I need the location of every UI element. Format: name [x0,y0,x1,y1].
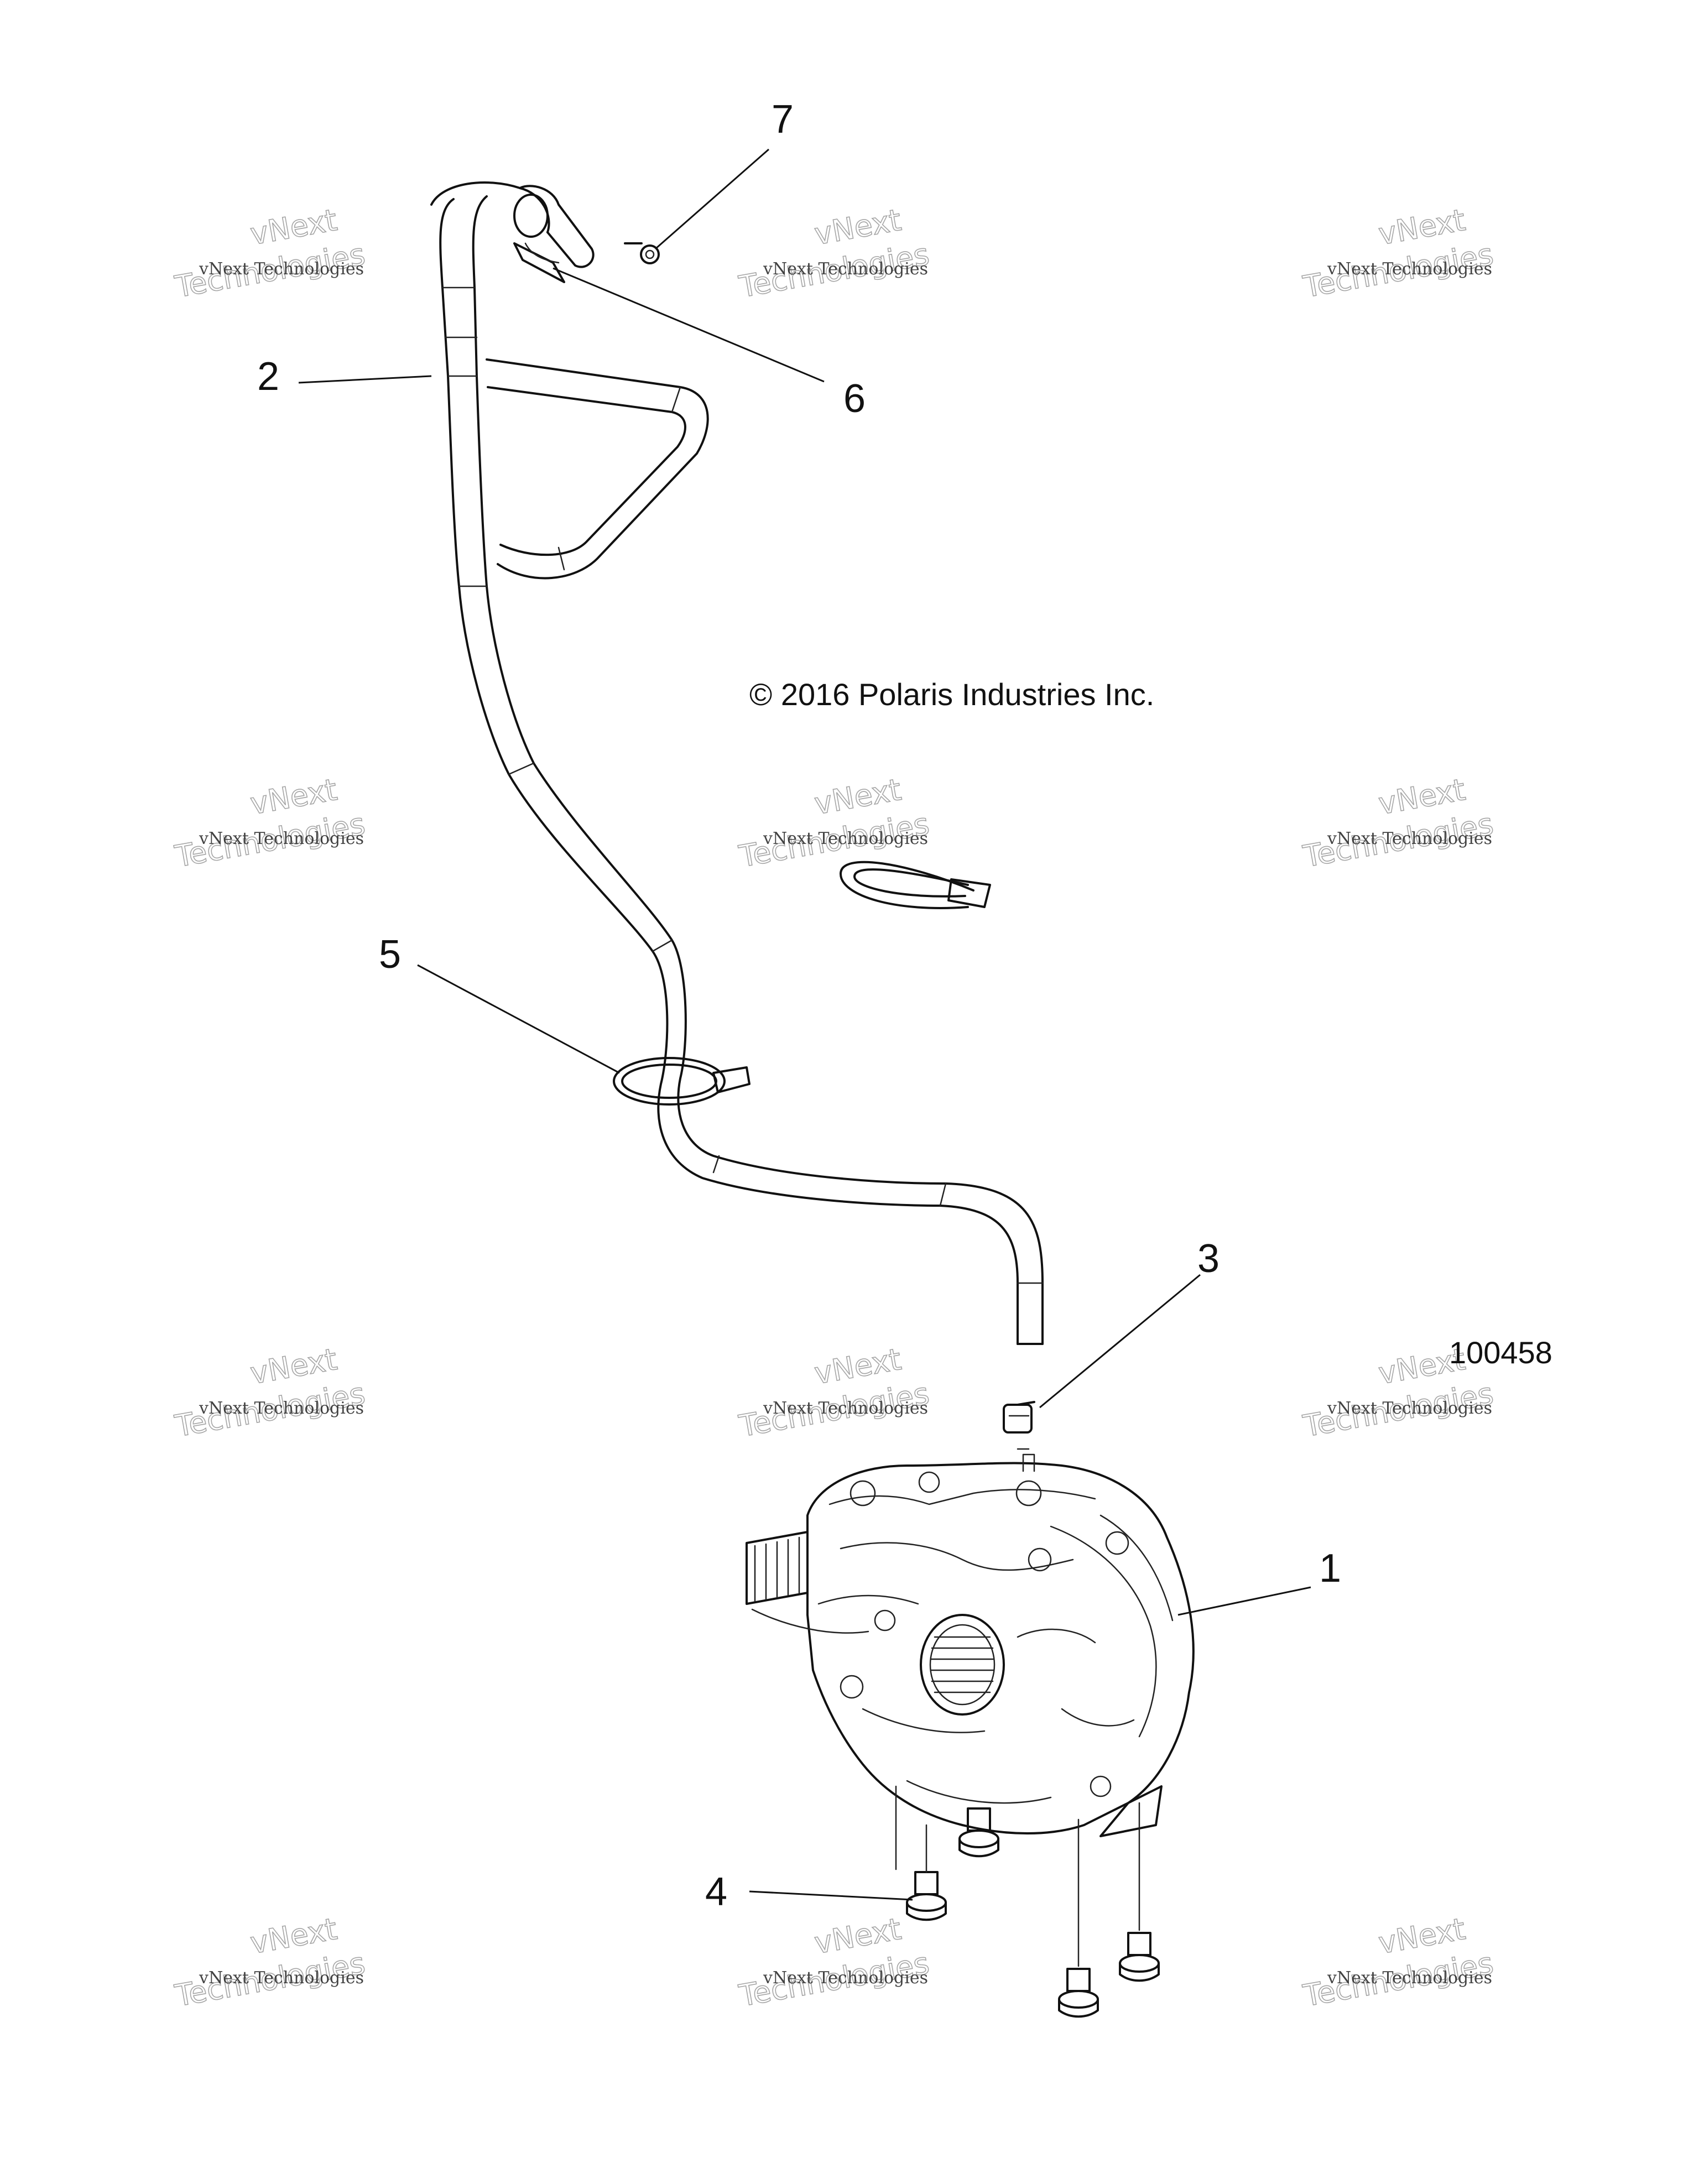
watermark-small: vNext Technologies [199,259,364,279]
leader-7 [655,148,769,250]
watermark-small: vNext Technologies [199,1399,364,1418]
leader-6 [553,267,825,383]
leader-4 [749,1890,913,1901]
watermark-small: vNext Technologies [1327,259,1492,279]
copyright-notice: © 2016 Polaris Industries Inc. [749,677,1154,712]
leader-3 [1039,1274,1201,1409]
flange-bolts [895,1785,1160,2018]
hose-clamp [1003,1401,1035,1450]
watermark-small: vNext Technologies [763,829,928,848]
callout-6: 6 [843,377,866,421]
drawing-id: 100458 [1449,1335,1552,1370]
callout-7: 7 [772,97,794,142]
watermark-small: vNext Technologies [1327,1399,1492,1418]
leader-1 [1177,1586,1311,1616]
watermark-small: vNext Technologies [1327,1968,1492,1988]
callout-5: 5 [379,932,401,977]
leader-lines [298,148,1311,1901]
watermark-small: vNext Technologies [199,829,364,848]
cable-tie-loose [840,861,991,909]
vent-fitting-clip [624,242,660,264]
watermark-small: vNext Technologies [763,259,928,279]
callout-1: 1 [1319,1546,1341,1591]
callout-4: 4 [705,1870,727,1914]
watermark-small: vNext Technologies [763,1968,928,1988]
cable-tie-installed [613,1057,751,1106]
callout-2: 2 [257,355,279,399]
watermark-small: vNext Technologies [763,1399,928,1418]
callout-3: 3 [1197,1237,1219,1281]
watermark-small: vNext Technologies [199,1968,364,1988]
vent-hose [430,181,1044,1345]
watermark-small: vNext Technologies [1327,829,1492,848]
leader-2 [298,375,432,384]
leader-5 [417,964,620,1074]
front-gearcase [746,1453,1195,1837]
